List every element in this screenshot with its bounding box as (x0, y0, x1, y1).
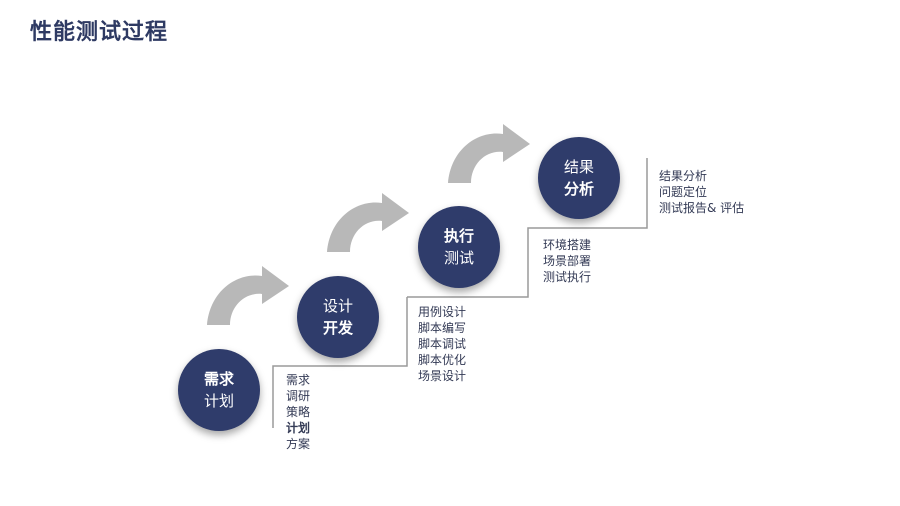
step-circle-analysis: 结果 分析 (538, 137, 620, 219)
step-items-requirements: 需求 调研 策略 计划 方案 (286, 372, 310, 452)
curved-arrow-icon (327, 193, 409, 252)
list-item: 场景设计 (418, 369, 467, 383)
page-title: 性能测试过程 (30, 20, 169, 45)
step-label: 执行 (443, 227, 474, 245)
step-label: 设计 (322, 297, 353, 315)
step-label: 需求 (203, 370, 234, 388)
step-label: 开发 (322, 319, 353, 337)
step-circle-execution: 执行 测试 (418, 206, 500, 288)
step-label: 测试 (443, 249, 474, 267)
list-item: 方案 (286, 437, 311, 451)
list-item: 测试报告& 评估 (659, 201, 745, 215)
list-item: 计划 (286, 421, 311, 435)
list-item: 策略 (286, 405, 311, 419)
list-item: 用例设计 (418, 305, 467, 319)
stair-line-2 (407, 158, 648, 298)
curved-arrow-icon (207, 266, 289, 325)
list-item: 脚本编写 (418, 321, 467, 335)
list-item: 场景部署 (543, 254, 592, 268)
list-item: 测试执行 (543, 270, 592, 284)
step-label: 计划 (203, 392, 234, 410)
step-items-execution: 环境搭建 场景部署 测试执行 (543, 237, 591, 285)
list-item: 脚本优化 (418, 353, 467, 367)
list-item: 问题定位 (659, 185, 708, 199)
step-label: 分析 (563, 180, 594, 198)
stair-line-1 (272, 297, 408, 428)
list-item: 环境搭建 (543, 238, 592, 252)
list-item: 调研 (286, 389, 311, 403)
list-item: 结果分析 (659, 169, 708, 183)
list-item: 需求 (286, 373, 311, 387)
step-circle-design: 设计 开发 (297, 276, 379, 358)
curved-arrow-icon (448, 124, 530, 183)
step-items-analysis: 结果分析 问题定位 测试报告& 评估 (659, 168, 744, 216)
step-items-design: 用例设计 脚本编写 脚本调试 脚本优化 场景设计 (418, 304, 466, 384)
step-circle-requirements: 需求 计划 (178, 349, 260, 431)
step-label: 结果 (563, 158, 594, 176)
list-item: 脚本调试 (418, 337, 467, 351)
